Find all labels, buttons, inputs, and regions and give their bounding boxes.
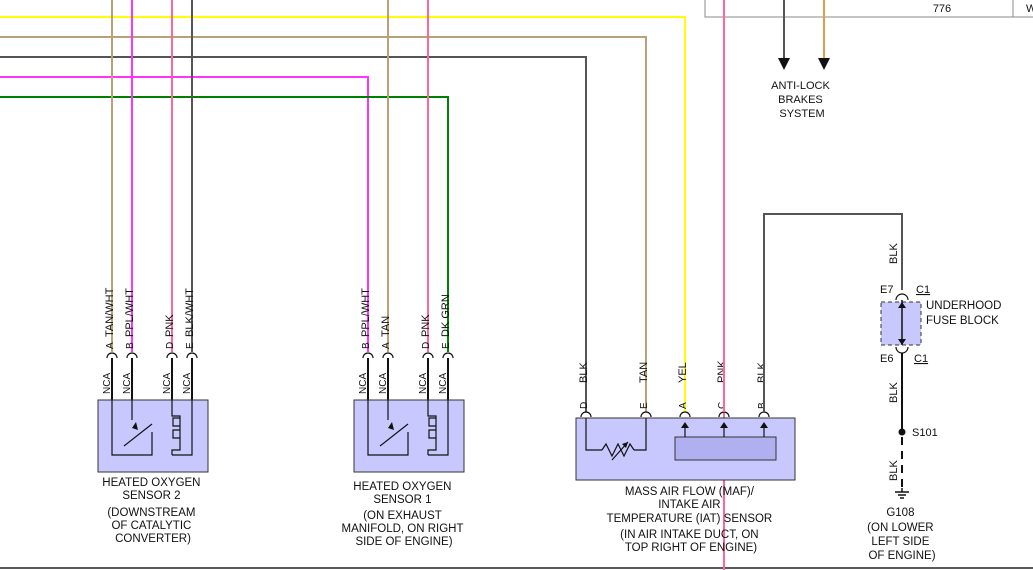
maf-iat-sensor: [575, 417, 796, 481]
top-edge-letter: W: [1026, 3, 1033, 15]
splice-label: S101: [912, 427, 938, 439]
sensor1-wire-labels: PPL/WHT TAN PNK DK GRN: [360, 288, 452, 337]
maf-wire-labels: BLK TAN YEL PNK BLK: [578, 360, 768, 383]
sensor1-caption: HEATED OXYGEN SENSOR 1 (ON EXHAUST MANIF…: [341, 481, 466, 548]
wire-ppl-bus: [0, 76, 369, 352]
svg-text:A: A: [381, 342, 392, 349]
fuse-connector-top-arc: [895, 293, 909, 301]
maf-caption: MASS AIR FLOW (MAF)/ INTAKE AIR TEMPERAT…: [607, 486, 776, 554]
svg-text:PNK: PNK: [716, 360, 728, 383]
svg-text:B: B: [757, 402, 768, 409]
fuse-wire-mid-label: BLK: [888, 382, 900, 403]
svg-text:TAN/WHT: TAN/WHT: [104, 287, 116, 337]
svg-text:D: D: [579, 402, 590, 409]
svg-text:BLK: BLK: [756, 362, 768, 383]
svg-text:NCA: NCA: [102, 373, 113, 394]
nca-labels: NCA NCA NCA NCA NCA NCA NCA NCA: [102, 373, 449, 394]
svg-text:NCA: NCA: [378, 373, 389, 394]
svg-text:PPL/WHT: PPL/WHT: [124, 288, 136, 337]
sensor2-wire-labels: TAN/WHT PPL/WHT PNK BLK/WHT: [104, 287, 196, 337]
svg-text:NCA: NCA: [418, 373, 429, 394]
svg-text:C: C: [717, 402, 728, 409]
wire-yel: [0, 16, 686, 412]
svg-text:DK GRN: DK GRN: [440, 294, 452, 337]
fuse-wire-low-label: BLK: [888, 460, 900, 481]
ground-icon: [895, 488, 909, 499]
wire-maf-blk-b: [763, 213, 903, 412]
svg-text:NCA: NCA: [358, 373, 369, 394]
underhood-fuse-block: [880, 300, 922, 346]
arrow-down-icon: [818, 58, 830, 70]
fuse-block-label: UNDERHOOD FUSE BLOCK: [926, 300, 1005, 327]
heated-oxygen-sensor-1: [353, 399, 465, 473]
arrow-down-icon: [778, 58, 790, 70]
top-number: 776: [933, 3, 951, 15]
wire-blk-bus: [0, 56, 587, 412]
wire-grn-bus: [0, 96, 449, 352]
sensor1-pin-letters: B A D E: [361, 342, 452, 349]
heated-oxygen-sensor-2: [97, 399, 209, 473]
svg-text:NCA: NCA: [182, 373, 193, 394]
svg-text:TAN: TAN: [380, 316, 392, 337]
svg-text:D: D: [421, 342, 432, 349]
fuse-connector-top: C1: [916, 284, 930, 296]
svg-text:E: E: [441, 342, 452, 349]
splice-dot: [898, 428, 906, 436]
svg-text:E: E: [639, 402, 650, 409]
svg-text:NCA: NCA: [162, 373, 173, 394]
svg-text:BLK: BLK: [578, 362, 590, 383]
ground-label: G108 (ON LOWER LEFT SIDE OF ENGINE): [867, 507, 937, 562]
nca-wires: [111, 358, 449, 400]
svg-text:A: A: [678, 402, 689, 409]
svg-text:NCA: NCA: [438, 373, 449, 394]
svg-text:B: B: [125, 342, 136, 349]
fuse-wire-top-label: BLK: [888, 243, 900, 264]
connector-arcs: [106, 352, 770, 418]
abs-label: ANTI-LOCK BRAKES SYSTEM: [771, 80, 833, 120]
svg-text:YEL: YEL: [677, 362, 689, 383]
fuse-connector-bottom: C1: [914, 353, 928, 365]
fuse-pin-top: E7: [880, 284, 893, 296]
sensor2-pin-letters: A B D E: [105, 342, 196, 349]
svg-text:E: E: [185, 342, 196, 349]
svg-text:TAN: TAN: [638, 362, 650, 383]
sensor2-caption: HEATED OXYGEN SENSOR 2 (DOWNSTREAM OF CA…: [102, 477, 203, 545]
fuse-connector-bottom-arc: [895, 346, 909, 354]
wire-tan-bus: [0, 36, 647, 412]
svg-text:PNK: PNK: [420, 314, 432, 337]
fuse-pin-bottom: E6: [880, 353, 893, 365]
svg-text:A: A: [105, 342, 116, 349]
svg-text:BLK/WHT: BLK/WHT: [184, 288, 196, 337]
svg-text:B: B: [361, 342, 372, 349]
svg-text:D: D: [165, 342, 176, 349]
top-connector-outline: [704, 0, 1033, 18]
maf-pin-letters: D E A C B: [579, 402, 768, 409]
svg-text:PNK: PNK: [164, 314, 176, 337]
svg-text:NCA: NCA: [122, 373, 133, 394]
svg-text:PPL/WHT: PPL/WHT: [360, 288, 372, 337]
